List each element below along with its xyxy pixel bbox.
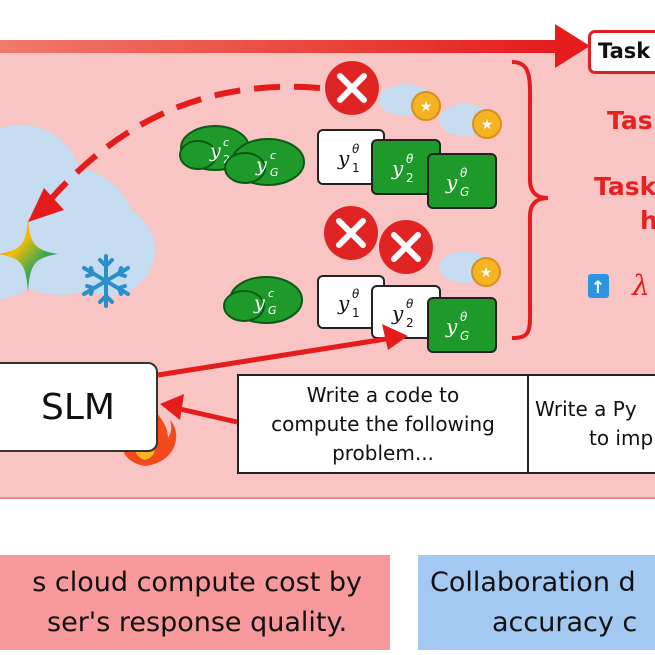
svg-text:1: 1: [352, 161, 360, 175]
slm-arrow-head: [382, 324, 408, 350]
prompt-card-1: Write a code to compute the following pr…: [237, 374, 529, 474]
bottom-right-line-2: accuracy c: [492, 606, 638, 638]
svg-text:★: ★: [481, 117, 494, 133]
svg-text:G: G: [460, 329, 469, 343]
gemini-star-icon: [0, 218, 58, 292]
bottom-left-line-2: ser's response quality.: [47, 606, 348, 638]
response-box-yG: y θ G: [427, 153, 497, 209]
cloud-label-y: y: [253, 292, 265, 314]
snowflake-icon: [82, 254, 130, 308]
slm-label: SLM: [41, 386, 115, 428]
right-label-1: Tas: [607, 106, 653, 135]
right-label-3: h: [640, 206, 655, 235]
x-mark-icon: [379, 220, 433, 274]
bottom-right-caption: Collaboration d accuracy c: [418, 555, 655, 650]
svg-text:↑: ↑: [591, 278, 605, 298]
sun-cloud-icon: ★: [439, 104, 502, 139]
slm-box: SLM: [0, 362, 158, 452]
response-box-yG: y θ G: [427, 297, 497, 353]
cloud-label-sub: G: [268, 304, 277, 317]
response-box-y1: y θ 1: [317, 275, 385, 329]
svg-text:2: 2: [406, 171, 414, 185]
prompt-2-line-1: Write a Py: [535, 397, 637, 421]
svg-text:y: y: [337, 291, 350, 315]
green-cloud-ycG: y c G: [223, 276, 303, 324]
svg-text:θ: θ: [406, 297, 414, 311]
prompt-to-slm-arrow: [179, 406, 238, 425]
right-brace: [511, 60, 549, 340]
cloud-label-sup: c: [270, 149, 276, 162]
x-mark-icon: [325, 61, 379, 115]
svg-text:θ: θ: [352, 287, 360, 301]
task-label: Task: [598, 39, 651, 63]
cloud-label-y: y: [255, 154, 267, 176]
bottom-left-caption: s cloud compute cost by ser's response q…: [0, 555, 390, 650]
right-label-2: Task: [594, 172, 655, 201]
svg-text:G: G: [460, 185, 469, 199]
svg-text:1: 1: [352, 306, 360, 320]
svg-text:★: ★: [480, 265, 493, 281]
top-arrow-head: [555, 24, 590, 68]
prompt-arrow-head: [160, 394, 184, 420]
response-box-y2: y θ 2: [371, 139, 441, 195]
cloud-label-sup: c: [268, 287, 274, 300]
svg-text:★: ★: [420, 99, 433, 115]
svg-text:y: y: [391, 301, 404, 325]
response-box-y2: y θ 2: [371, 285, 441, 339]
sun-cloud-icon: ★: [439, 251, 501, 287]
prompt-1-line-2: compute the following: [271, 411, 495, 436]
svg-text:θ: θ: [352, 142, 360, 156]
x-mark-icon: [324, 206, 378, 260]
svg-text:y: y: [445, 170, 458, 194]
prompt-1-line-3: problem...: [332, 440, 434, 465]
dashed-feedback-arrow: [47, 83, 321, 202]
svg-text:θ: θ: [460, 310, 468, 324]
svg-text:θ: θ: [460, 166, 468, 180]
cloud-label-sup: c: [223, 136, 229, 149]
green-cloud-ycG: y c G: [224, 138, 305, 186]
bottom-right-line-1: Collaboration d: [430, 566, 636, 598]
up-arrow-icon: [588, 274, 609, 298]
prompt-card-2: Write a Py to imp: [527, 374, 655, 474]
green-cloud-yc2: y c 2: [179, 125, 250, 171]
cloud-label-sub: G: [270, 166, 279, 179]
dashed-arrow-head: [28, 188, 64, 222]
cloud-label-y: y: [209, 140, 221, 162]
slm-to-response-arrow: [157, 335, 393, 378]
prompt-1-line-1: Write a code to: [306, 382, 460, 407]
lambda-symbol: λ: [631, 269, 650, 302]
cloud-label-sub: 2: [223, 153, 230, 166]
response-box-y1: y θ 1: [317, 129, 385, 185]
svg-text:y: y: [391, 156, 404, 180]
task-box: Task: [588, 30, 655, 74]
svg-text:y: y: [445, 314, 458, 338]
svg-text:y: y: [337, 146, 350, 170]
svg-text:θ: θ: [406, 152, 414, 166]
svg-text:y: y: [209, 140, 221, 162]
svg-text:2: 2: [406, 316, 414, 330]
sun-cloud-icon: ★: [379, 84, 441, 121]
bottom-left-line-1: s cloud compute cost by: [32, 566, 362, 598]
prompt-2-line-2: to imp: [589, 426, 654, 450]
top-arrow-shaft: [0, 40, 560, 53]
